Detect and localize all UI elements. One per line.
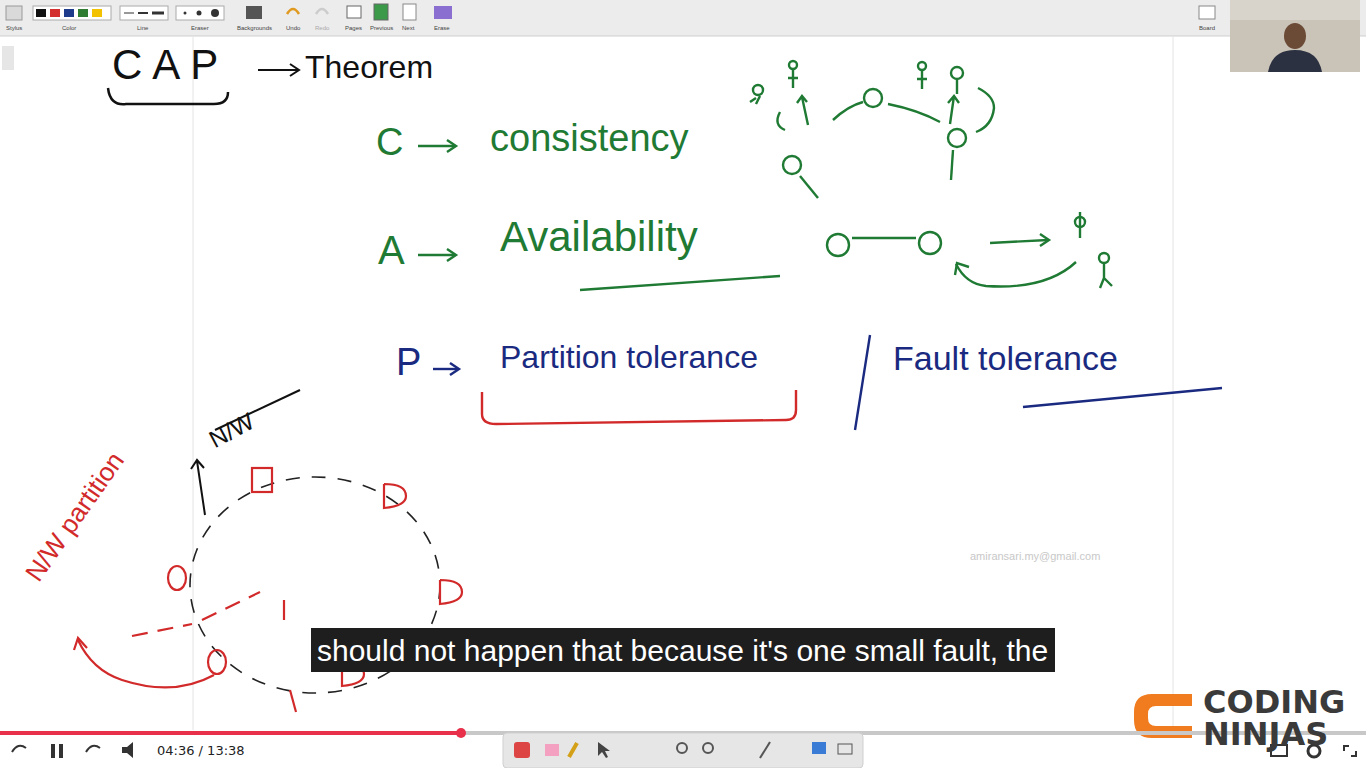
subtitle-box: should not happen that because it's one … bbox=[311, 628, 1055, 672]
toolbar-label: Line bbox=[137, 25, 148, 32]
toolbar-label: Next bbox=[402, 25, 414, 32]
letter-label: P bbox=[396, 342, 421, 384]
time-label: 04:36 / 13:38 bbox=[157, 744, 245, 758]
term-label: consistency bbox=[490, 118, 689, 160]
webcam-feed bbox=[1230, 0, 1360, 72]
network-label: N/W bbox=[205, 408, 259, 453]
toolbar-label: Color bbox=[62, 25, 76, 32]
term-label: Availability bbox=[500, 214, 698, 260]
heading-text: Theorem bbox=[305, 50, 433, 85]
toolbar-label: Backgrounds bbox=[237, 25, 272, 32]
partition-label: N/W partition bbox=[20, 447, 130, 586]
letter-label: C bbox=[376, 122, 403, 164]
toolbar bbox=[0, 0, 1366, 36]
term-label: Partition tolerance bbox=[500, 340, 758, 375]
brand-name: CODING NINJAS bbox=[1203, 686, 1363, 750]
toolbar-label: Pages bbox=[345, 25, 362, 32]
toolbar-label: Stylus bbox=[6, 25, 22, 32]
progress-bar bbox=[0, 731, 461, 735]
watermark: amiransari.my@gmail.com bbox=[970, 550, 1100, 562]
toolbar-label: Redo bbox=[315, 25, 329, 32]
toolbar-label: Previous bbox=[370, 25, 393, 32]
letter-label: A bbox=[378, 228, 405, 272]
term-label: Fault tolerance bbox=[893, 340, 1118, 377]
toolbar-label: Undo bbox=[286, 25, 300, 32]
toolbar-label: Eraser bbox=[191, 25, 209, 32]
heading-text: CAP bbox=[112, 42, 228, 88]
subtitle-text: should not happen that because it's one … bbox=[317, 634, 1049, 667]
toolbar-label: Board bbox=[1199, 25, 1215, 32]
toolbar-label: Erase bbox=[434, 25, 450, 32]
